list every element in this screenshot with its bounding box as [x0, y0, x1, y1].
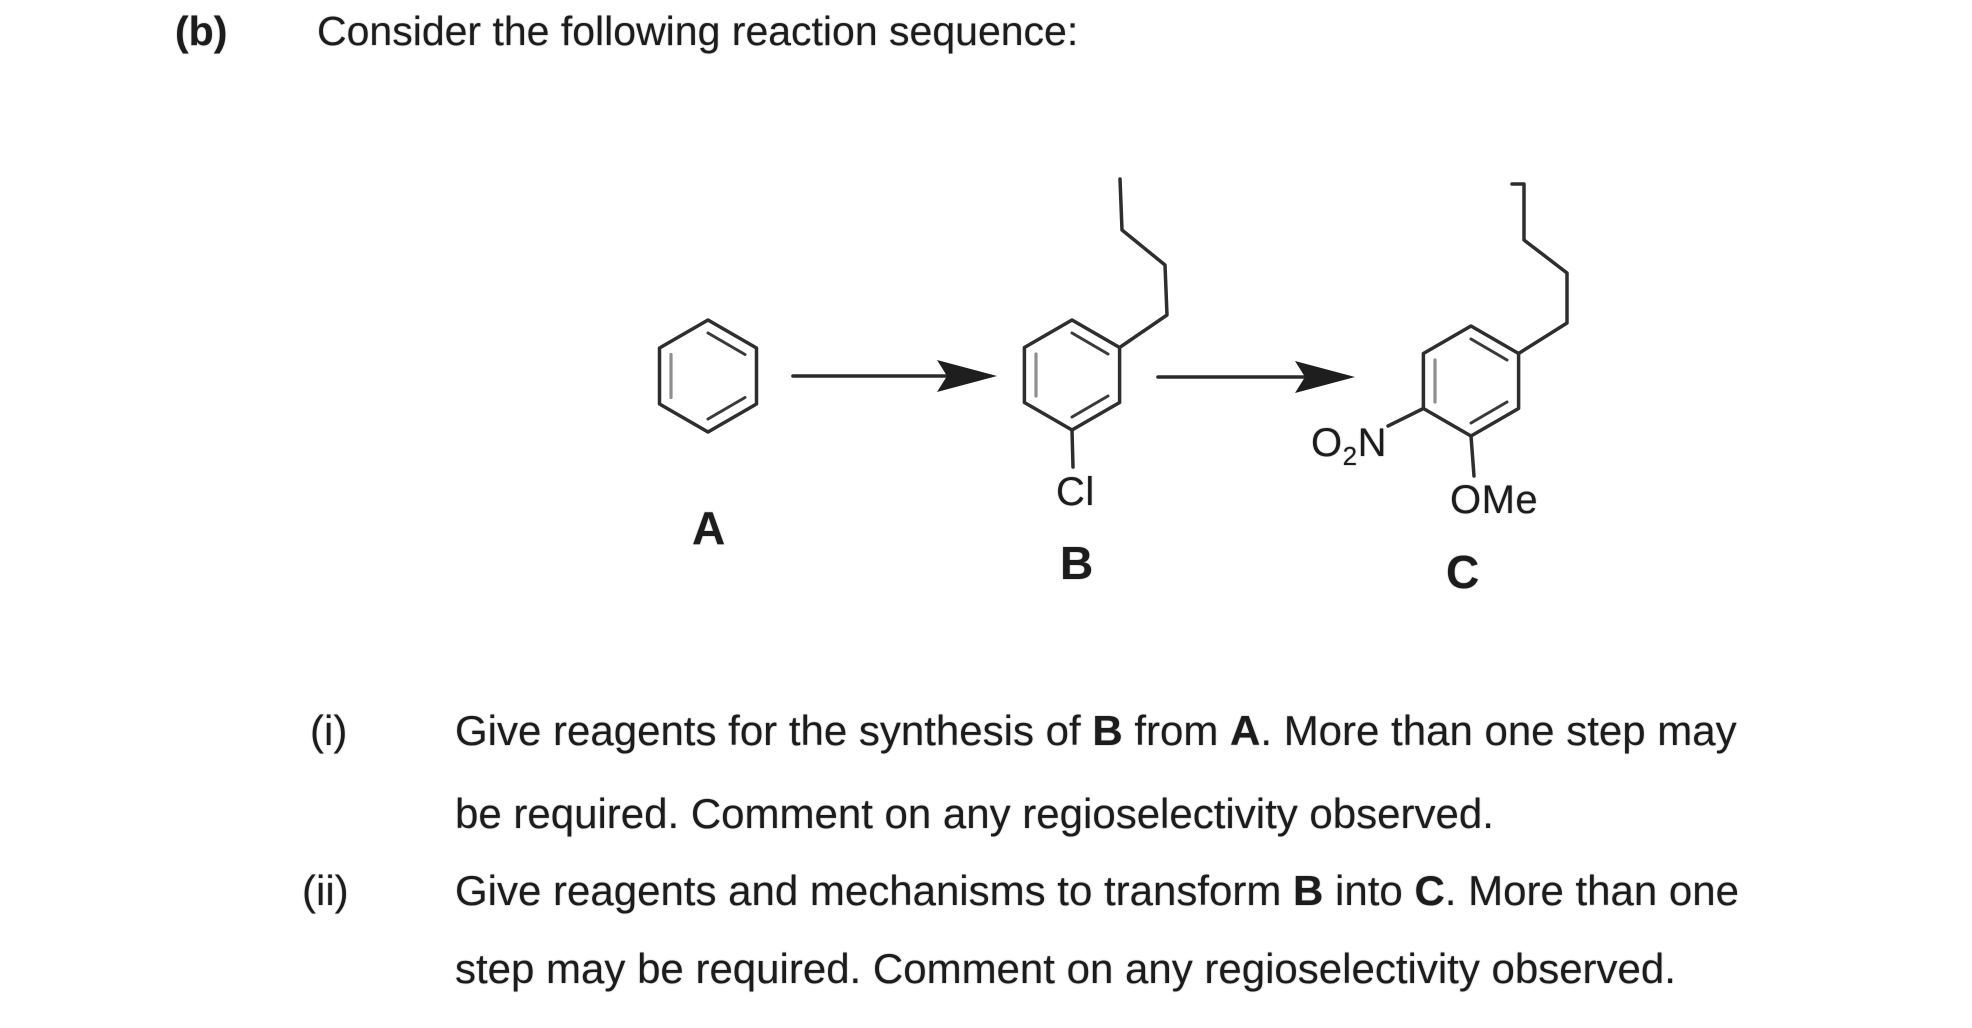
text-segment: Give reagents for the synthesis of [455, 707, 1093, 754]
compound-b-label: B [1060, 537, 1094, 589]
text-segment: into [1323, 867, 1415, 914]
compound-a-ref: A [1230, 707, 1261, 754]
nitro-n: N [1357, 421, 1387, 465]
nitro-o: O [1311, 421, 1343, 465]
page-title: Consider the following reaction sequence… [317, 8, 1079, 54]
question-ii-marker: (ii) [302, 867, 349, 914]
compound-c-ref: C [1414, 867, 1445, 914]
nitro-group-label: O2N [1311, 421, 1387, 471]
benzene-ring-a [657, 318, 759, 434]
compound-c-label: C [1446, 546, 1480, 598]
compound-b-skeleton [1022, 177, 1169, 469]
propyl-chain-c [1510, 182, 1569, 356]
text-segment: . More than one step may [1260, 707, 1737, 754]
section-label: (b) [175, 8, 228, 54]
nitro-subscript: 2 [1342, 441, 1358, 471]
compound-c-skeleton [1386, 182, 1569, 478]
propyl-chain-b [1117, 177, 1169, 350]
chloro-group-label: Cl [1056, 470, 1095, 514]
question-ii-line-1: Give reagents and mechanisms to transfor… [455, 867, 1739, 914]
reaction-arrow-1 [791, 360, 997, 392]
text-segment: from [1122, 707, 1231, 754]
nitro-bond-c [1386, 406, 1426, 428]
compound-b-ref: B [1092, 707, 1123, 754]
text-segment: Give reagents and mechanisms to transfor… [455, 867, 1294, 914]
methoxy-group-label: OMe [1450, 478, 1539, 522]
compound-b-ref: B [1293, 867, 1324, 914]
question-i-line-2: be required. Comment on any regioselecti… [455, 790, 1494, 837]
methoxy-bond-c [1469, 434, 1476, 478]
text-segment: . More than one [1444, 867, 1739, 914]
question-ii-line-2: step may be required. Comment on any reg… [455, 945, 1676, 992]
compound-a-label: A [692, 502, 726, 554]
chloro-bond-b [1070, 428, 1075, 469]
question-i-marker: (i) [310, 707, 348, 754]
question-i-line-1: Give reagents for the synthesis of B fro… [455, 707, 1737, 754]
reaction-arrow-2 [1156, 361, 1355, 393]
